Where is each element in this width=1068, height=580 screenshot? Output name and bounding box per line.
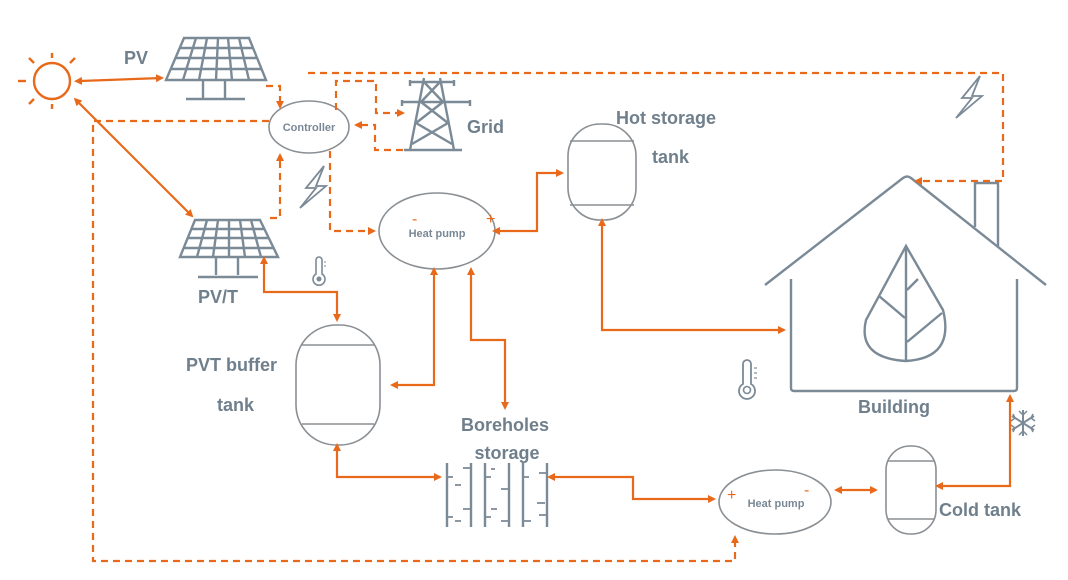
flow-sun-pvt — [73, 97, 194, 218]
flow-hp-hotstorage — [492, 169, 564, 235]
controller-node — [268, 100, 350, 154]
pv-label: PV — [124, 48, 148, 68]
flow-sun-pv — [74, 74, 164, 85]
power-tower-icon — [400, 77, 472, 152]
thermometer-icon — [312, 256, 326, 286]
pvt-buffer-label-2: tank — [217, 395, 255, 415]
signal-pv-controller — [266, 84, 284, 109]
grid-label: Grid — [467, 117, 504, 137]
hot-storage-label-2: tank — [652, 147, 690, 167]
signal-pvt-controller — [270, 153, 284, 220]
heat-pump-bottom-minus: - — [804, 482, 809, 499]
snowflake-icon — [1010, 410, 1036, 436]
house-leaf-icon — [764, 175, 1047, 393]
signal-controller-hp — [328, 151, 376, 235]
heat-pump-top-plus: + — [486, 211, 495, 228]
heat-pump-top-label: Heat pump — [409, 228, 466, 240]
heat-pump-bottom-node — [718, 469, 832, 535]
flow-hp-buffer — [390, 267, 438, 389]
signal-controller-hp-bottom — [91, 119, 739, 563]
hot-storage-label-1: Hot storage — [616, 108, 716, 128]
flow-pvt-buffer — [260, 256, 341, 322]
heat-pump-top-minus: - — [412, 211, 417, 228]
cold-tank-node — [885, 445, 937, 535]
signal-controller-grid — [334, 79, 405, 117]
boreholes-label-1: Boreholes — [461, 415, 549, 435]
flow-hotstorage-building — [598, 218, 786, 334]
flow-hp-boreholes — [467, 267, 509, 410]
flow-buffer-boreholes — [333, 443, 442, 481]
lightning-icon — [955, 75, 985, 119]
signal-grid-controller — [354, 121, 403, 152]
heat-pump-bottom-label: Heat pump — [748, 498, 805, 510]
pv-solar-panel-icon — [164, 36, 268, 101]
thermometer-icon — [738, 359, 757, 400]
pvt-buffer-label-1: PVT buffer — [186, 355, 277, 375]
building-label: Building — [858, 397, 930, 417]
heat-pump-bottom-plus: + — [727, 487, 736, 504]
boreholes-icon — [445, 463, 549, 527]
pvt-label: PV/T — [198, 287, 238, 307]
boreholes-label-2: storage — [474, 443, 539, 463]
sun-icon — [18, 53, 76, 109]
lightning-icon — [299, 165, 329, 209]
pvt-buffer-tank-node — [295, 324, 381, 446]
signal-controller-building — [308, 71, 1005, 185]
controller-label: Controller — [283, 122, 336, 134]
cold-tank-label: Cold tank — [939, 500, 1022, 520]
flow-coldtank-building — [935, 394, 1014, 490]
electrical-flows — [91, 71, 1005, 563]
flow-boreholes-hp — [547, 473, 716, 503]
